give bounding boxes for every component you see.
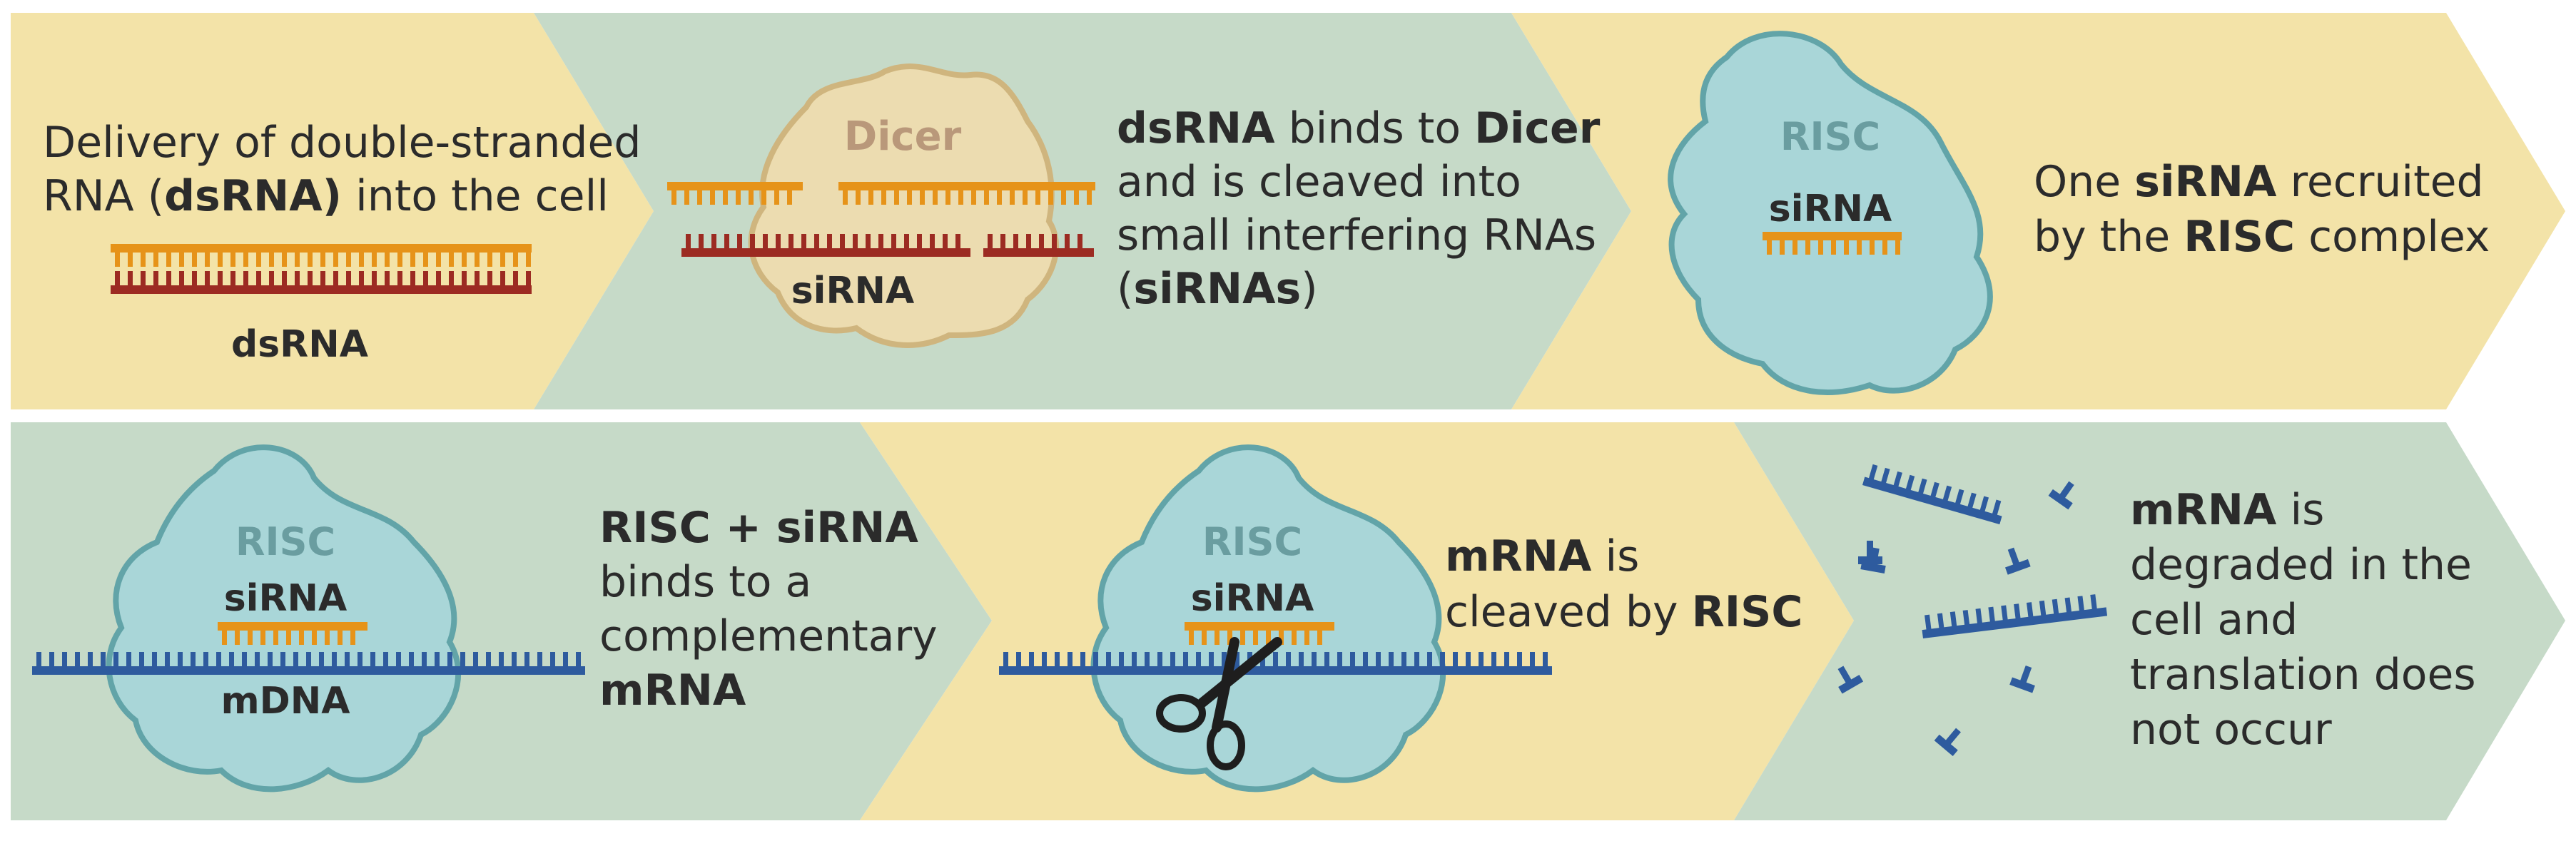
step3-sirna-label: siRNA <box>1769 188 1892 230</box>
nucleotide-fragment <box>2048 481 2074 510</box>
nucleotide-fragment <box>1858 541 1882 564</box>
nucleotide-fragment <box>2004 547 2031 575</box>
step2-caption-line1: dsRNA binds to Dicer <box>1117 103 1601 153</box>
dsrna-red-strand <box>111 271 532 294</box>
sirna-strand <box>1763 232 1902 255</box>
sirna-fragments <box>667 182 1095 257</box>
dsrna-strand <box>111 244 532 294</box>
step6-caption-line1: mRNA is <box>2130 485 2324 535</box>
step4-caption-line1: RISC + siRNA <box>599 503 919 553</box>
mrna-fragment <box>1862 464 2002 525</box>
step5-sirna-label: siRNA <box>1191 577 1314 620</box>
step6-caption-line2: degraded in the <box>2130 540 2472 590</box>
step3-risc-label: RISC <box>1780 114 1880 159</box>
sirna-fragment <box>681 234 970 257</box>
nucleotide-fragment <box>1934 728 1961 756</box>
step2-sirna-label: siRNA <box>791 270 915 312</box>
mrna-strand <box>999 652 1552 675</box>
step4-caption-line4: mRNA <box>599 666 746 715</box>
step6-caption-line4: translation does <box>2130 650 2476 700</box>
step4-sirna-label: siRNA <box>224 577 348 620</box>
step2-caption-line4: (siRNAs) <box>1117 264 1318 314</box>
step3-caption-line1: One siRNA recruited <box>2034 157 2484 207</box>
step5-mrna-strand <box>999 652 1552 675</box>
step5-risc-label: RISC <box>1202 519 1302 564</box>
degraded-mrna-fragments <box>1837 464 2108 756</box>
nucleotide-fragment <box>1837 666 1864 694</box>
sirna-fragment <box>667 182 803 205</box>
step5-sirna-strand <box>1185 622 1334 645</box>
sirna-fragment <box>838 182 1095 205</box>
step6-caption-line5: not occur <box>2130 705 2332 755</box>
step6-panel <box>1734 422 2565 820</box>
step3-sirna-strand <box>1763 232 1902 255</box>
sirna-strand <box>1185 622 1334 645</box>
step4-mdna-label: mDNA <box>220 680 350 723</box>
step4-caption-line3: complementary <box>599 611 938 661</box>
nucleotide-fragment <box>2009 665 2035 693</box>
step5-caption-line1: mRNA is <box>1445 531 1639 581</box>
step4-sirna-strand <box>218 622 367 645</box>
step4-mrna-strand <box>32 652 585 675</box>
mrna-fragment <box>1922 594 2108 638</box>
step4-risc-label: RISC <box>235 519 335 564</box>
sirna-strand <box>218 622 367 645</box>
step4-risc-blob <box>106 444 462 792</box>
dicer-label: Dicer <box>844 113 962 160</box>
mrna-strand <box>32 652 585 675</box>
dsrna-bottom-strand <box>111 271 532 294</box>
step1-caption-line2: RNA (dsRNA) into the cell <box>43 171 609 221</box>
step6-caption-line3: cell and <box>2130 595 2298 645</box>
step3-panel <box>1511 13 2565 409</box>
step2-caption-line2: and is cleaved into <box>1117 157 1521 207</box>
dsrna-label: dsRNA <box>231 323 368 366</box>
step3-risc-blob <box>1668 31 1993 395</box>
dsrna-top-strand <box>111 244 532 267</box>
step3-caption-line2: by the RISC complex <box>2034 212 2490 262</box>
step1-caption-line1: Delivery of double-stranded <box>43 118 642 168</box>
sirna-fragment <box>983 234 1094 257</box>
step5-caption-line2: cleaved by RISC <box>1445 587 1802 637</box>
step1-panel <box>11 13 654 409</box>
step5-risc-blob <box>1090 444 1446 792</box>
dsrna-orange-strand <box>111 244 532 267</box>
step2-caption-line3: small interfering RNAs <box>1117 210 1596 260</box>
dicer-blob <box>748 63 1059 348</box>
scissors-icon <box>1156 637 1282 770</box>
step4-caption-line2: binds to a <box>599 557 811 607</box>
